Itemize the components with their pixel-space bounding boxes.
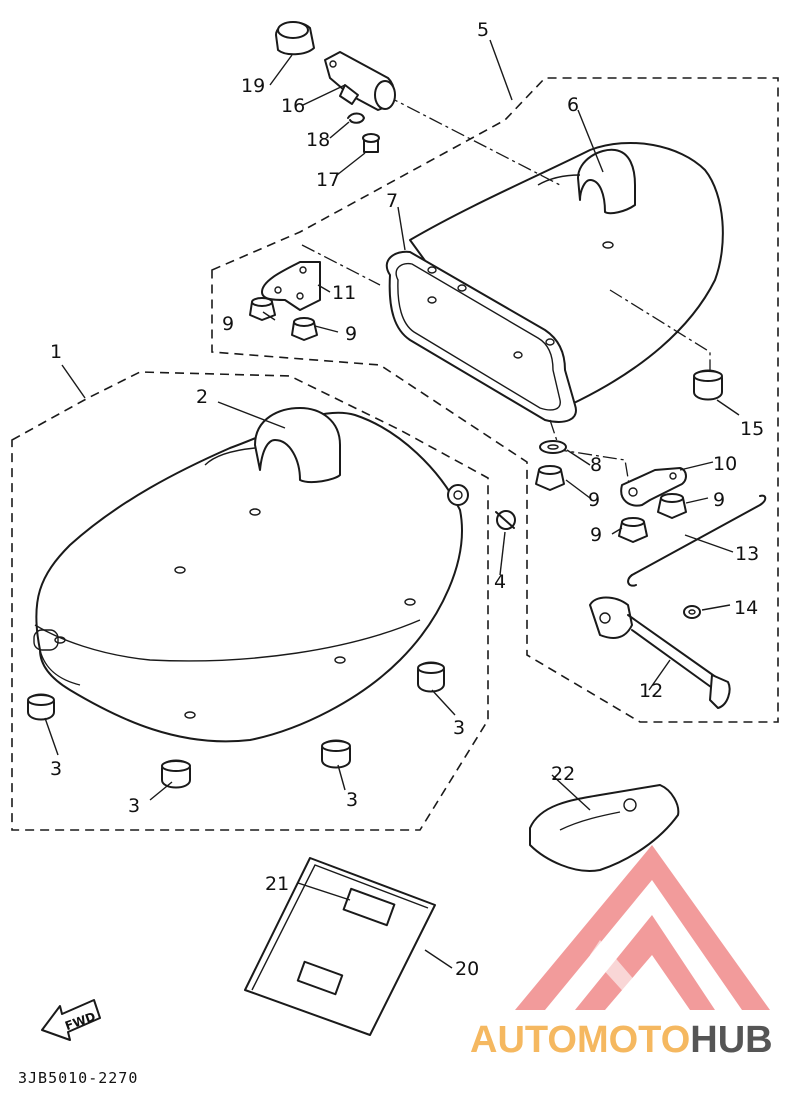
rod-13 bbox=[627, 494, 767, 587]
callout-3c: 3 bbox=[346, 789, 358, 811]
alignment-line-bracket bbox=[301, 244, 381, 286]
fwd-arrow-icon: FWD bbox=[41, 999, 101, 1041]
alignment-line-rear bbox=[609, 289, 711, 372]
nut-9c bbox=[535, 465, 565, 491]
callout-22: 22 bbox=[551, 763, 575, 785]
watermark-text-hub: HUB bbox=[690, 1019, 772, 1061]
part-code: 3JB5010-2270 bbox=[18, 1069, 138, 1087]
callout-17: 17 bbox=[316, 169, 340, 191]
alignment-line-hinge bbox=[549, 419, 631, 491]
callout-15: 15 bbox=[740, 418, 764, 440]
nut-9e bbox=[618, 517, 648, 543]
callout-11: 11 bbox=[332, 282, 356, 304]
alignment-line-lock bbox=[384, 94, 561, 186]
damper-3d bbox=[417, 661, 445, 693]
seat-lock-16 bbox=[324, 51, 396, 111]
callout-2: 2 bbox=[196, 386, 208, 408]
callout-20: 20 bbox=[455, 958, 479, 980]
callout-8: 8 bbox=[590, 454, 602, 476]
callout-numbers: 1 2 3 3 3 3 4 5 6 7 8 9 9 9 9 9 10 11 12… bbox=[50, 19, 764, 980]
callout-13: 13 bbox=[735, 543, 759, 565]
callout-6: 6 bbox=[567, 94, 579, 116]
leader-lines bbox=[44, 39, 740, 969]
group-boundary-rear-seat bbox=[211, 77, 779, 723]
callout-1: 1 bbox=[50, 341, 62, 363]
seat-bag-22 bbox=[529, 784, 680, 872]
callout-4: 4 bbox=[494, 571, 506, 593]
damper-3a bbox=[27, 693, 55, 721]
washer-8 bbox=[539, 440, 567, 454]
plate-20 bbox=[244, 857, 436, 1036]
callout-9d: 9 bbox=[713, 489, 725, 511]
callout-5: 5 bbox=[477, 19, 489, 41]
callout-21: 21 bbox=[265, 873, 289, 895]
washer-14 bbox=[683, 605, 701, 619]
front-seat bbox=[33, 407, 469, 743]
screw-17 bbox=[362, 133, 380, 153]
callout-3b: 3 bbox=[128, 795, 140, 817]
cap-19 bbox=[275, 21, 315, 56]
watermark-text-automoto: AUTOMOTO bbox=[470, 1019, 690, 1061]
callout-3a: 3 bbox=[50, 758, 62, 780]
callout-7: 7 bbox=[386, 190, 398, 212]
callout-9a: 9 bbox=[222, 313, 234, 335]
callout-18: 18 bbox=[306, 129, 330, 151]
callout-10: 10 bbox=[713, 453, 737, 475]
callout-16: 16 bbox=[281, 95, 305, 117]
clip-18 bbox=[347, 112, 365, 124]
callout-9c: 9 bbox=[588, 489, 600, 511]
callout-14: 14 bbox=[734, 597, 758, 619]
rear-seat bbox=[385, 141, 724, 423]
watermark-text: AUTOMOTOHUB bbox=[470, 1019, 773, 1061]
callout-12: 12 bbox=[639, 680, 663, 702]
damper-15 bbox=[693, 369, 723, 401]
bolt-4 bbox=[495, 510, 516, 530]
nut-9d bbox=[657, 493, 687, 519]
automotohub-logo-icon bbox=[515, 845, 770, 1010]
damper-3b bbox=[161, 759, 191, 789]
nut-9b bbox=[291, 317, 318, 341]
group-boundary-front-seat bbox=[11, 371, 489, 831]
damper-3c bbox=[321, 739, 351, 769]
callout-9e: 9 bbox=[590, 524, 602, 546]
hinge-12 bbox=[589, 596, 731, 709]
callout-3d: 3 bbox=[453, 717, 465, 739]
callout-9b: 9 bbox=[345, 323, 357, 345]
callout-19: 19 bbox=[241, 75, 265, 97]
